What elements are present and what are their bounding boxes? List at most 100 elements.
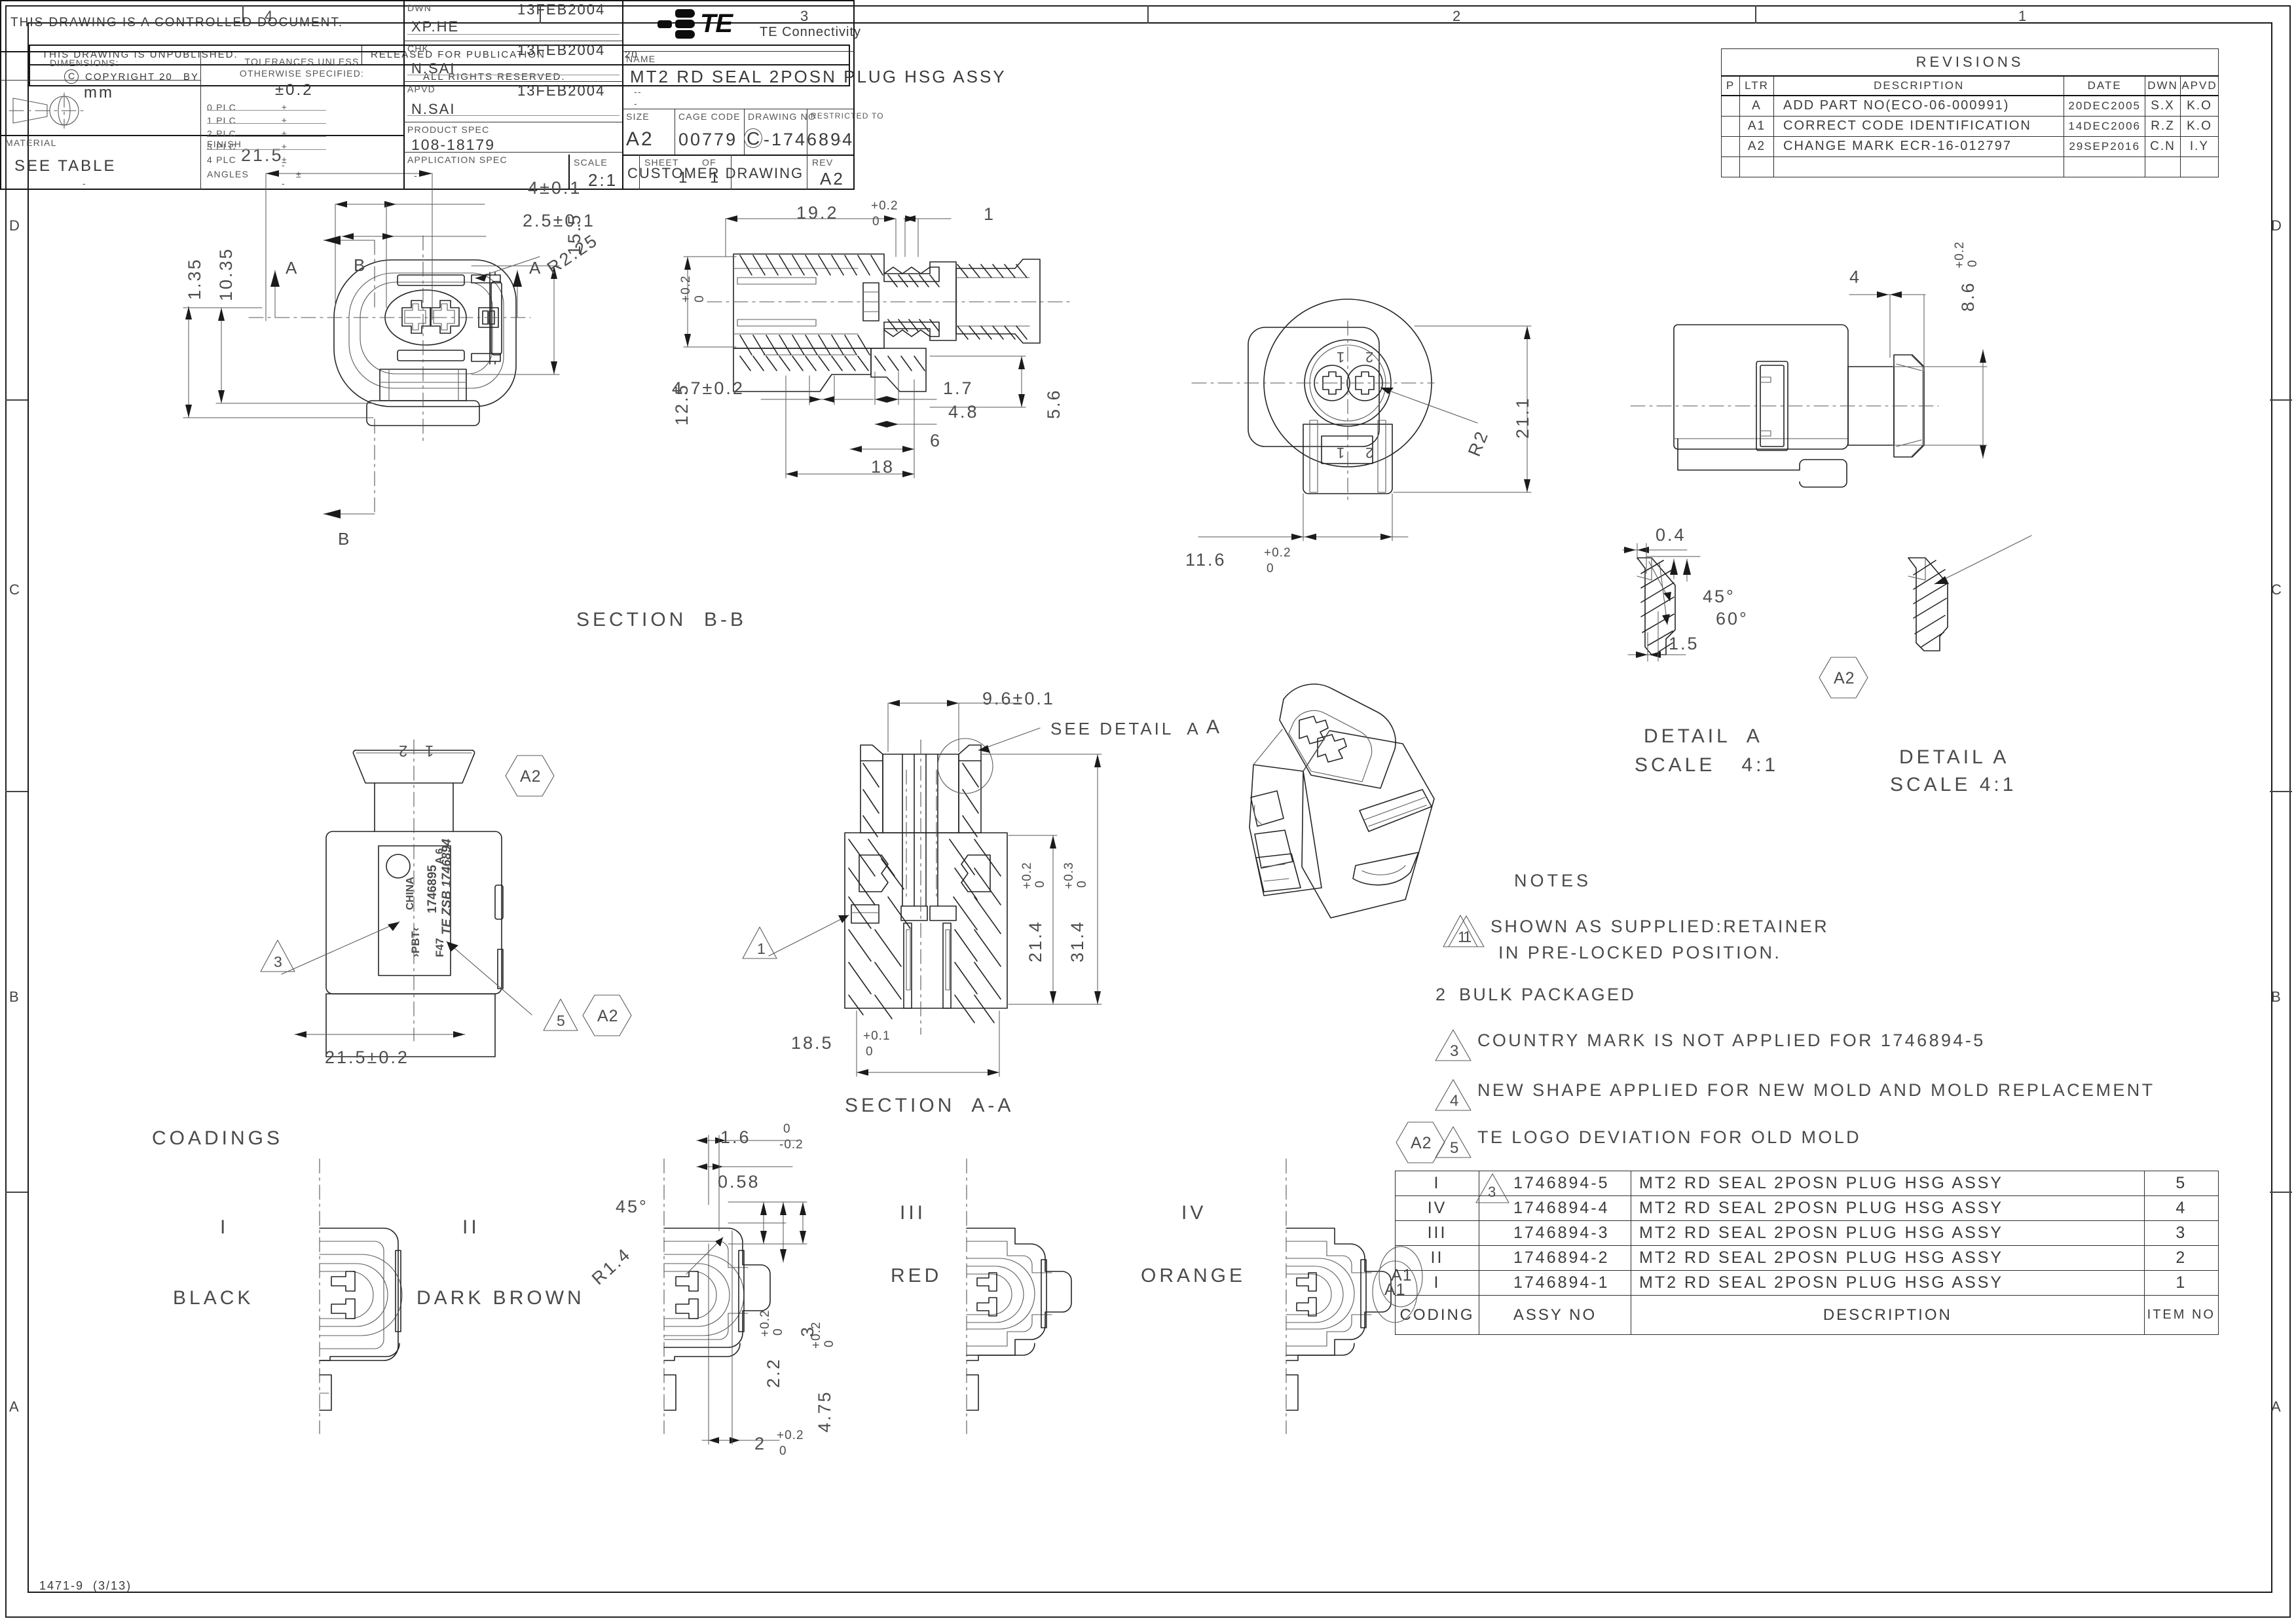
rev-date: 20DEC2005 bbox=[2064, 95, 2145, 117]
size-value: A2 bbox=[626, 128, 654, 150]
rev-apvd: K.O bbox=[2180, 115, 2219, 137]
flag-5-marking-label: 5 bbox=[557, 1012, 566, 1029]
finish-label: FINISH bbox=[207, 139, 242, 149]
dim-bb-12-5-tol-up: +0.2 bbox=[679, 275, 693, 302]
zone-tick bbox=[2270, 1192, 2292, 1193]
name-label: NAME bbox=[626, 54, 656, 64]
revisions-table: REVISIONS P LTR DESCRIPTION DATE DWN APV… bbox=[1721, 48, 2219, 177]
zone-side-B-left: B bbox=[9, 989, 20, 1005]
dim-detail-0-4: 0.4 bbox=[1656, 525, 1686, 545]
plc-row-4: 4 PLC bbox=[207, 155, 236, 165]
end-cavity-1: 1 bbox=[1336, 349, 1345, 365]
flag-1-section-aa-label: 1 bbox=[757, 940, 766, 957]
first-angle-projection-icon bbox=[9, 92, 87, 129]
scale-value: 2:1 bbox=[588, 170, 618, 190]
flag-3-marking bbox=[260, 939, 295, 972]
parts-item-no: 5 bbox=[2143, 1171, 2219, 1196]
rev-col-date: DATE bbox=[2064, 75, 2145, 96]
note-flag-3-label: 3 bbox=[1450, 1042, 1460, 1060]
parts-flag-3-label: 3 bbox=[1488, 1184, 1497, 1200]
customer-drawing-text: CUSTOMER DRAWING bbox=[627, 165, 804, 181]
end-cavity-1-lower: 1 bbox=[1336, 445, 1345, 461]
coading-4-color: ORANGE bbox=[1141, 1265, 1246, 1286]
dim-bb-18: 18 bbox=[871, 457, 895, 477]
end-cavity-2-lower: 2 bbox=[1365, 445, 1374, 461]
coading-1-geometry bbox=[319, 1158, 403, 1434]
te-logo-bar-3 bbox=[675, 20, 695, 28]
notes-heading: NOTES bbox=[1514, 871, 1592, 890]
rev-col-apvd: APVD bbox=[2180, 75, 2219, 96]
dim-side-8-6-tol-up: +0.2 bbox=[1953, 241, 1967, 268]
note-flag-5-label: 5 bbox=[1450, 1139, 1460, 1157]
copyright-symbol: C bbox=[68, 71, 75, 81]
zone-tick bbox=[1147, 5, 1149, 24]
note-2-flag: 2 bbox=[1435, 985, 1448, 1004]
parts-assy-no: 1746894-1 bbox=[1479, 1270, 1631, 1296]
dim-bb-1-7: 1.7 bbox=[943, 378, 974, 398]
note-flag-1-icon bbox=[1448, 915, 1485, 947]
dwgno-value: -1746894 bbox=[764, 130, 855, 149]
zone-top-1: 1 bbox=[2018, 8, 2028, 24]
rev-p bbox=[1721, 95, 1740, 117]
dimensions-value: mm bbox=[84, 84, 114, 101]
angles-value: ± bbox=[296, 169, 302, 179]
plc-value-2: ± bbox=[282, 128, 287, 139]
coading-3-roman: III bbox=[900, 1202, 927, 1224]
form-number: 1471-9 (3/13) bbox=[39, 1579, 132, 1592]
parts-flag-a1-icon bbox=[1372, 1260, 1418, 1323]
plc-row-0: 0 PLC bbox=[207, 102, 236, 113]
parts-header-row: CODING ASSY NO DESCRIPTION ITEM NO bbox=[1395, 1295, 2219, 1335]
rev-col-ltr: LTR bbox=[1739, 75, 1774, 96]
dim-bb-6: 6 bbox=[930, 431, 942, 450]
dim-front-1-35: 1.35 bbox=[185, 257, 204, 300]
name-sub2: - bbox=[634, 98, 638, 109]
plc-value-3: ± bbox=[282, 141, 287, 152]
finish-value: - bbox=[282, 160, 286, 170]
parts-col-coding: CODING bbox=[1395, 1295, 1479, 1335]
tolerances-value: ±0.2 bbox=[275, 81, 314, 99]
section-mark-b-top: B bbox=[354, 255, 368, 275]
dim-bb-19-2: 19.2 bbox=[796, 203, 839, 223]
note-2-text: BULK PACKAGED bbox=[1459, 985, 1637, 1004]
parts-description: MT2 RD SEAL 2POSN PLUG HSG ASSY bbox=[1631, 1245, 2145, 1271]
dim-end-11-6: 11.6 bbox=[1185, 550, 1227, 570]
restricted-label: RESTRICTED TO bbox=[811, 111, 884, 120]
section-aa-title: SECTION A-A bbox=[845, 1095, 1014, 1116]
zone-side-D-left: D bbox=[9, 217, 21, 234]
dim-front-width: 21.5 bbox=[241, 145, 284, 165]
zone-tick bbox=[2270, 399, 2292, 401]
dim-end-21-1: 21.1 bbox=[1513, 396, 1532, 439]
dim-end-11-6-tol-up: +0.2 bbox=[1264, 546, 1291, 560]
zone-tick bbox=[5, 791, 28, 792]
coading-3-color: RED bbox=[891, 1265, 942, 1286]
rev-p bbox=[1721, 136, 1740, 157]
section-mark-a-right: A bbox=[529, 258, 544, 278]
revision-row: A ADD PART NO(ECO-06-000991) 20DEC2005 S… bbox=[1721, 95, 2219, 117]
parts-row: I 1746894-1 MT2 RD SEAL 2POSN PLUG HSG A… bbox=[1395, 1270, 2219, 1296]
revision-row: A2 CHANGE MARK ECR-16-012797 29SEP2016 C… bbox=[1721, 136, 2219, 157]
zone-side-C-right: C bbox=[2271, 581, 2283, 598]
flag-a2-marking-2 bbox=[582, 994, 632, 1036]
rev-col-dwn: DWN bbox=[2145, 75, 2181, 96]
rev-dwn: C.N bbox=[2145, 136, 2181, 157]
flag-a2-detail bbox=[1819, 657, 1868, 699]
marking-view-geometry bbox=[281, 739, 532, 1057]
marking-cavity-code: A 6 bbox=[434, 848, 445, 864]
parts-assy-no: 1746894-3 bbox=[1479, 1220, 1631, 1246]
flag-5-marking bbox=[543, 998, 578, 1031]
plc-value-1: ± bbox=[282, 115, 287, 126]
iso-view-label: A bbox=[1206, 716, 1223, 738]
dim-aa-21-4-tol-lo: 0 bbox=[1033, 880, 1047, 888]
te-logo: TE bbox=[657, 9, 733, 39]
dim-detail-60: 60° bbox=[1716, 609, 1749, 629]
zone-top-2: 2 bbox=[1453, 8, 1462, 24]
parts-row: I 1746894-5 MT2 RD SEAL 2POSN PLUG HSG A… bbox=[1395, 1171, 2219, 1196]
dim-coading-1-6-tol-up: 0 bbox=[783, 1122, 791, 1136]
rev-ltr: A1 bbox=[1739, 115, 1774, 137]
parts-coding: I bbox=[1395, 1171, 1479, 1196]
parts-flag-a1-label: A1 bbox=[1384, 1281, 1406, 1299]
parts-assy-no: 1746894-5 bbox=[1479, 1171, 1631, 1196]
note-flag-4-label: 4 bbox=[1450, 1092, 1460, 1110]
copyright-icon: C bbox=[64, 69, 79, 84]
see-detail-a-label: SEE DETAIL A bbox=[1050, 719, 1201, 739]
